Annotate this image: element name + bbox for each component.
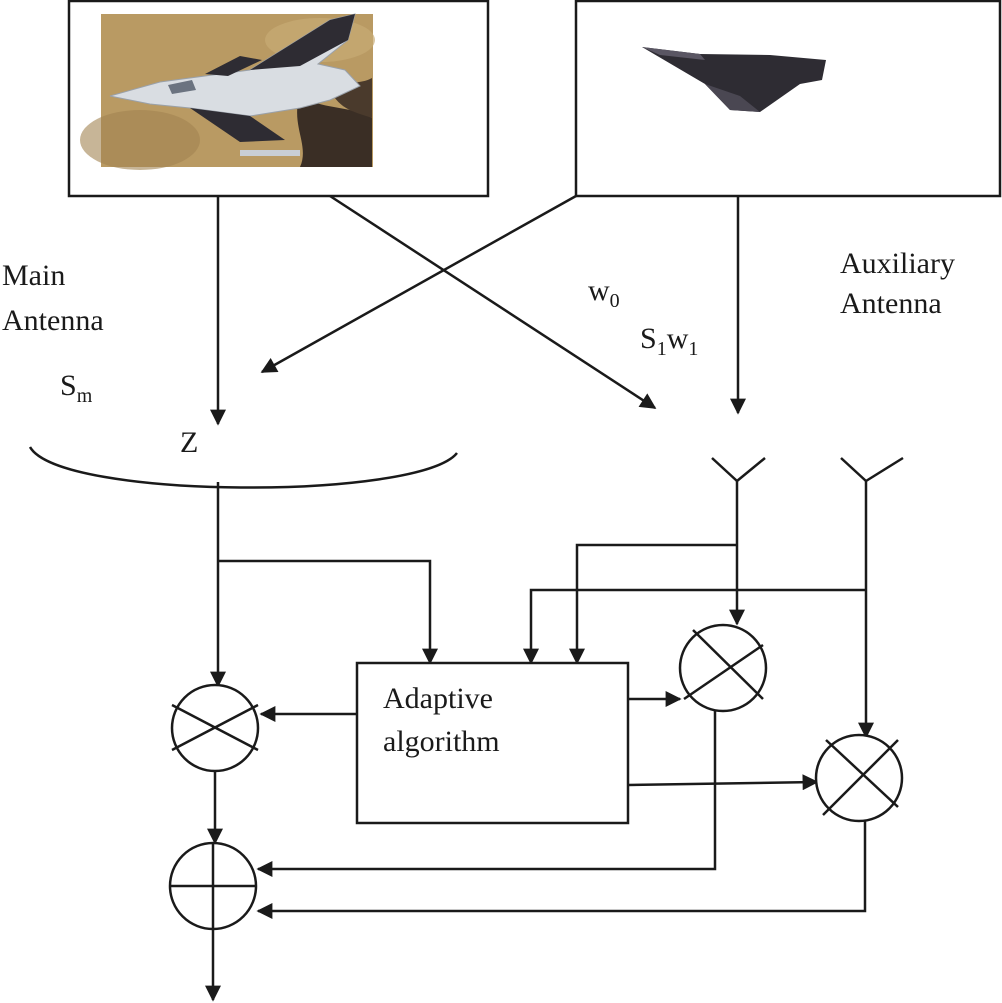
s1w1-label: S1w1 — [640, 322, 698, 360]
y-antenna-icon — [840, 456, 904, 483]
w0-label: w0 — [588, 274, 620, 312]
weight-aux2-line — [627, 774, 819, 791]
main-antenna-label-line2: Antenna — [2, 304, 104, 337]
main-antenna-label-line1: Main — [2, 259, 65, 292]
interference-aircraft-box — [574, 0, 1002, 198]
auxiliary-antenna-label-line1: Auxiliary — [840, 247, 955, 280]
adaptive-algorithm-label-line1: Adaptive — [383, 682, 493, 715]
auxiliary-antenna-label-line2: Antenna — [840, 287, 942, 320]
aux2-to-adaptive-line — [523, 588, 866, 665]
multiplier-circle-x-icon — [678, 623, 768, 713]
interference-to-main-path — [260, 194, 577, 374]
target-aircraft-photo — [80, 13, 375, 170]
s-main-label: Sm — [60, 369, 93, 407]
multiplier-circle-x-icon — [814, 733, 904, 823]
y-antenna-icon — [711, 457, 766, 482]
target-aircraft-box — [67, 0, 490, 198]
target-to-auxiliary-path — [329, 194, 657, 410]
aux1-product-line — [256, 711, 717, 877]
z-label: Z — [180, 426, 198, 459]
multiplier-circle-x-icon — [170, 683, 260, 773]
interference-aircraft-photo — [642, 47, 826, 112]
main-to-adaptive-line — [218, 559, 438, 665]
summer-circle-plus-icon — [168, 841, 258, 931]
adaptive-algorithm-block — [355, 661, 630, 825]
aux1-to-adaptive-line — [569, 543, 737, 665]
adaptive-algorithm-label-line2: algorithm — [383, 725, 500, 758]
aux2-product-line — [256, 821, 867, 919]
dish-antenna-icon — [28, 446, 458, 489]
